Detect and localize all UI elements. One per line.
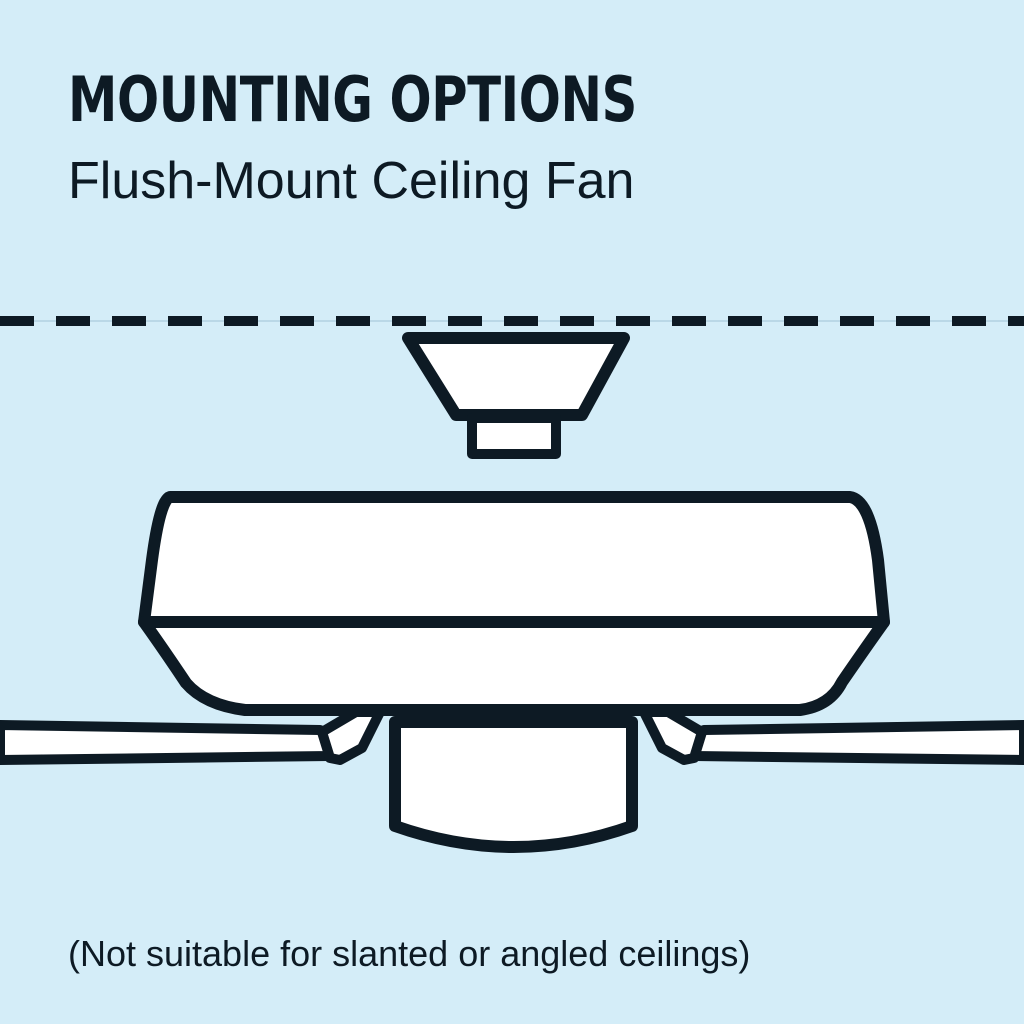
fan-blades [0, 707, 1024, 765]
motor-housing [138, 491, 890, 716]
ceiling-canopy [402, 332, 630, 459]
light-kit [389, 716, 638, 853]
subtitle: Flush-Mount Ceiling Fan [68, 152, 635, 210]
title: MOUNTING OPTIONS [68, 63, 637, 136]
disclaimer-note: (Not suitable for slanted or angled ceil… [68, 933, 751, 974]
